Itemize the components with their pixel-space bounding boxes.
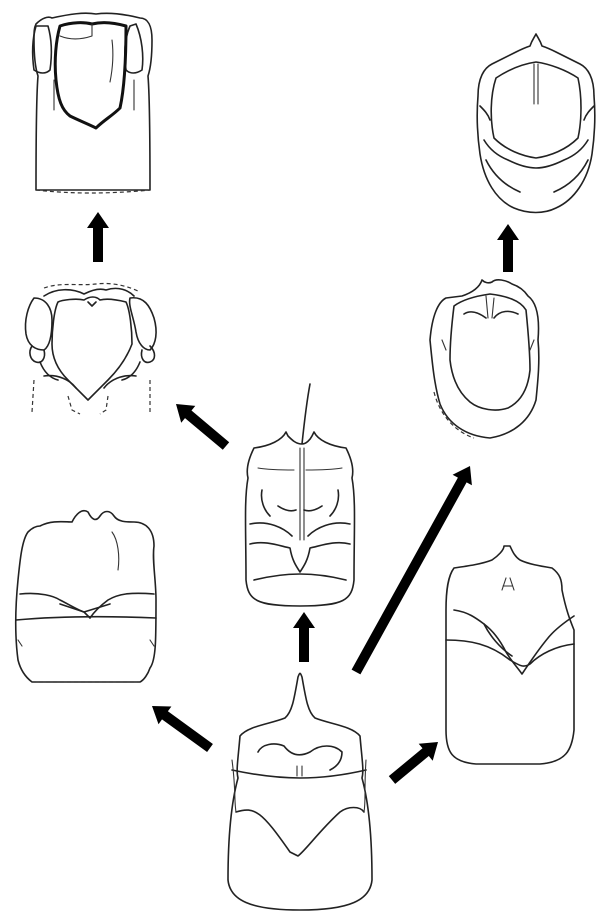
spined-shield-outline	[246, 384, 355, 606]
lobed-shield-outline	[25, 283, 156, 414]
arrow-layer	[87, 212, 519, 784]
crested-shield-outline	[477, 34, 595, 213]
arrow-ancestral-to-center	[293, 612, 315, 662]
notched-shield-outline	[16, 511, 156, 682]
rounded-shield-outline	[430, 280, 539, 438]
arrow-ancestral-to-right-upper	[352, 466, 472, 674]
arrow-ancestral-to-left-mid	[152, 706, 213, 752]
arrow-right-upper-to-right-top	[497, 224, 519, 272]
ancestral-shield-outline	[228, 673, 372, 910]
arrow-left-upper-to-left-top	[87, 212, 109, 262]
rectangular-shield-outline	[33, 13, 152, 193]
arrow-ancestral-to-right-mid	[389, 742, 438, 784]
arrow-center-to-left-upper	[176, 404, 229, 450]
broad-shield-outline	[446, 546, 574, 764]
